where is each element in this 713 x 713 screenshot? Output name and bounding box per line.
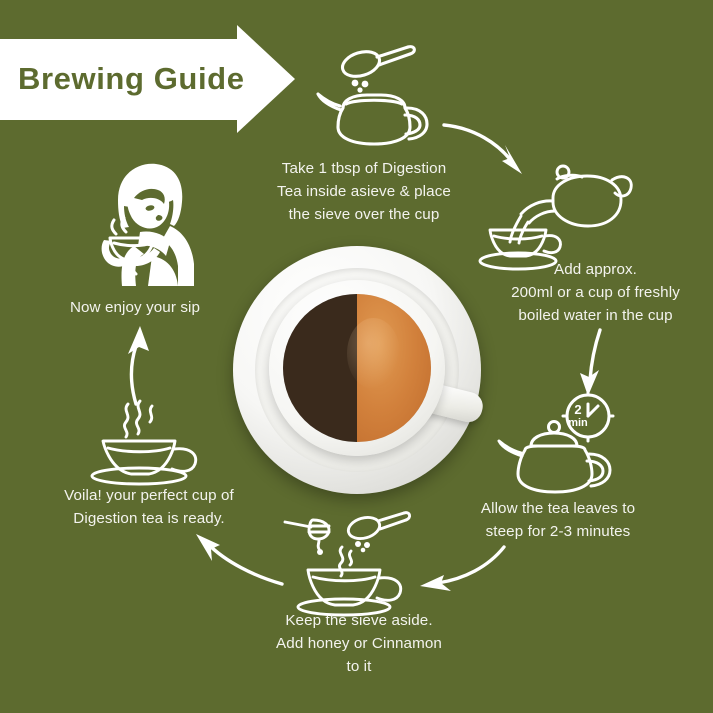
timer-minutes-unit: min (568, 417, 588, 429)
arrow-step1-to-step2 (440, 112, 532, 182)
banner-arrowhead-icon (237, 25, 295, 133)
cup-interior (283, 294, 431, 442)
banner-bar (0, 39, 245, 120)
woman-drinking-tea-icon (74, 160, 206, 286)
arrow-step2-to-step3 (570, 328, 640, 410)
header-arrow-banner: Brewing Guide (0, 25, 300, 133)
teapot-with-spoon-icon (305, 42, 440, 147)
step-1-caption: Take 1 tbsp of Digestion Tea inside asie… (249, 157, 479, 226)
tea-cup-photo (225, 240, 491, 506)
step-3-line-2: steep for 2-3 minutes (485, 523, 631, 540)
page-title: Brewing Guide (18, 61, 245, 96)
timer-minutes-value: 2 (574, 402, 581, 417)
step-2-line-3: boiled water in the cup (518, 307, 673, 324)
step-5-line-1: Voila! your perfect cup of (64, 487, 234, 504)
step-2-line-2: 200ml or a cup of freshly (511, 284, 680, 301)
step-2-caption: Add approx. 200ml or a cup of freshly bo… (478, 258, 713, 327)
step-3-line-1: Allow the tea leaves to (480, 500, 636, 517)
step-4-line-3: to it (346, 658, 372, 675)
steaming-cup-icon (78, 398, 206, 486)
arrow-step5-to-step6 (108, 318, 178, 406)
step-3-caption: Allow the tea leaves to steep for 2-3 mi… (442, 497, 674, 543)
step-5-caption: Voila! your perfect cup of Digestion tea… (32, 484, 266, 530)
teapot-pouring-into-cup-icon (478, 160, 633, 271)
step-1-line-2: Tea inside asieve & place (277, 183, 451, 200)
step-1-line-1: Take 1 tbsp of Digestion (281, 160, 447, 177)
arrow-step4-to-step5 (178, 528, 290, 600)
step-4-line-2: Add honey or Cinnamon (276, 635, 442, 652)
step-4-caption: Keep the sieve aside. Add honey or Cinna… (239, 609, 479, 678)
step-6-line-1: Now enjoy your sip (69, 299, 201, 316)
step-5-line-2: Digestion tea is ready. (73, 510, 225, 527)
step-6-caption: Now enjoy your sip (40, 296, 230, 319)
dry-tea-leaves-half (283, 294, 357, 442)
step-2-line-1: Add approx. (554, 261, 637, 278)
arrow-step3-to-step4 (398, 545, 510, 607)
teapot-with-timer-icon: 2 min (497, 389, 626, 497)
brewed-tea-half (346, 294, 431, 442)
cup-with-honey-and-spoon-icon (263, 508, 423, 617)
step-1-line-3: the sieve over the cup (288, 206, 440, 223)
step-4-line-1: Keep the sieve aside. (285, 612, 433, 629)
